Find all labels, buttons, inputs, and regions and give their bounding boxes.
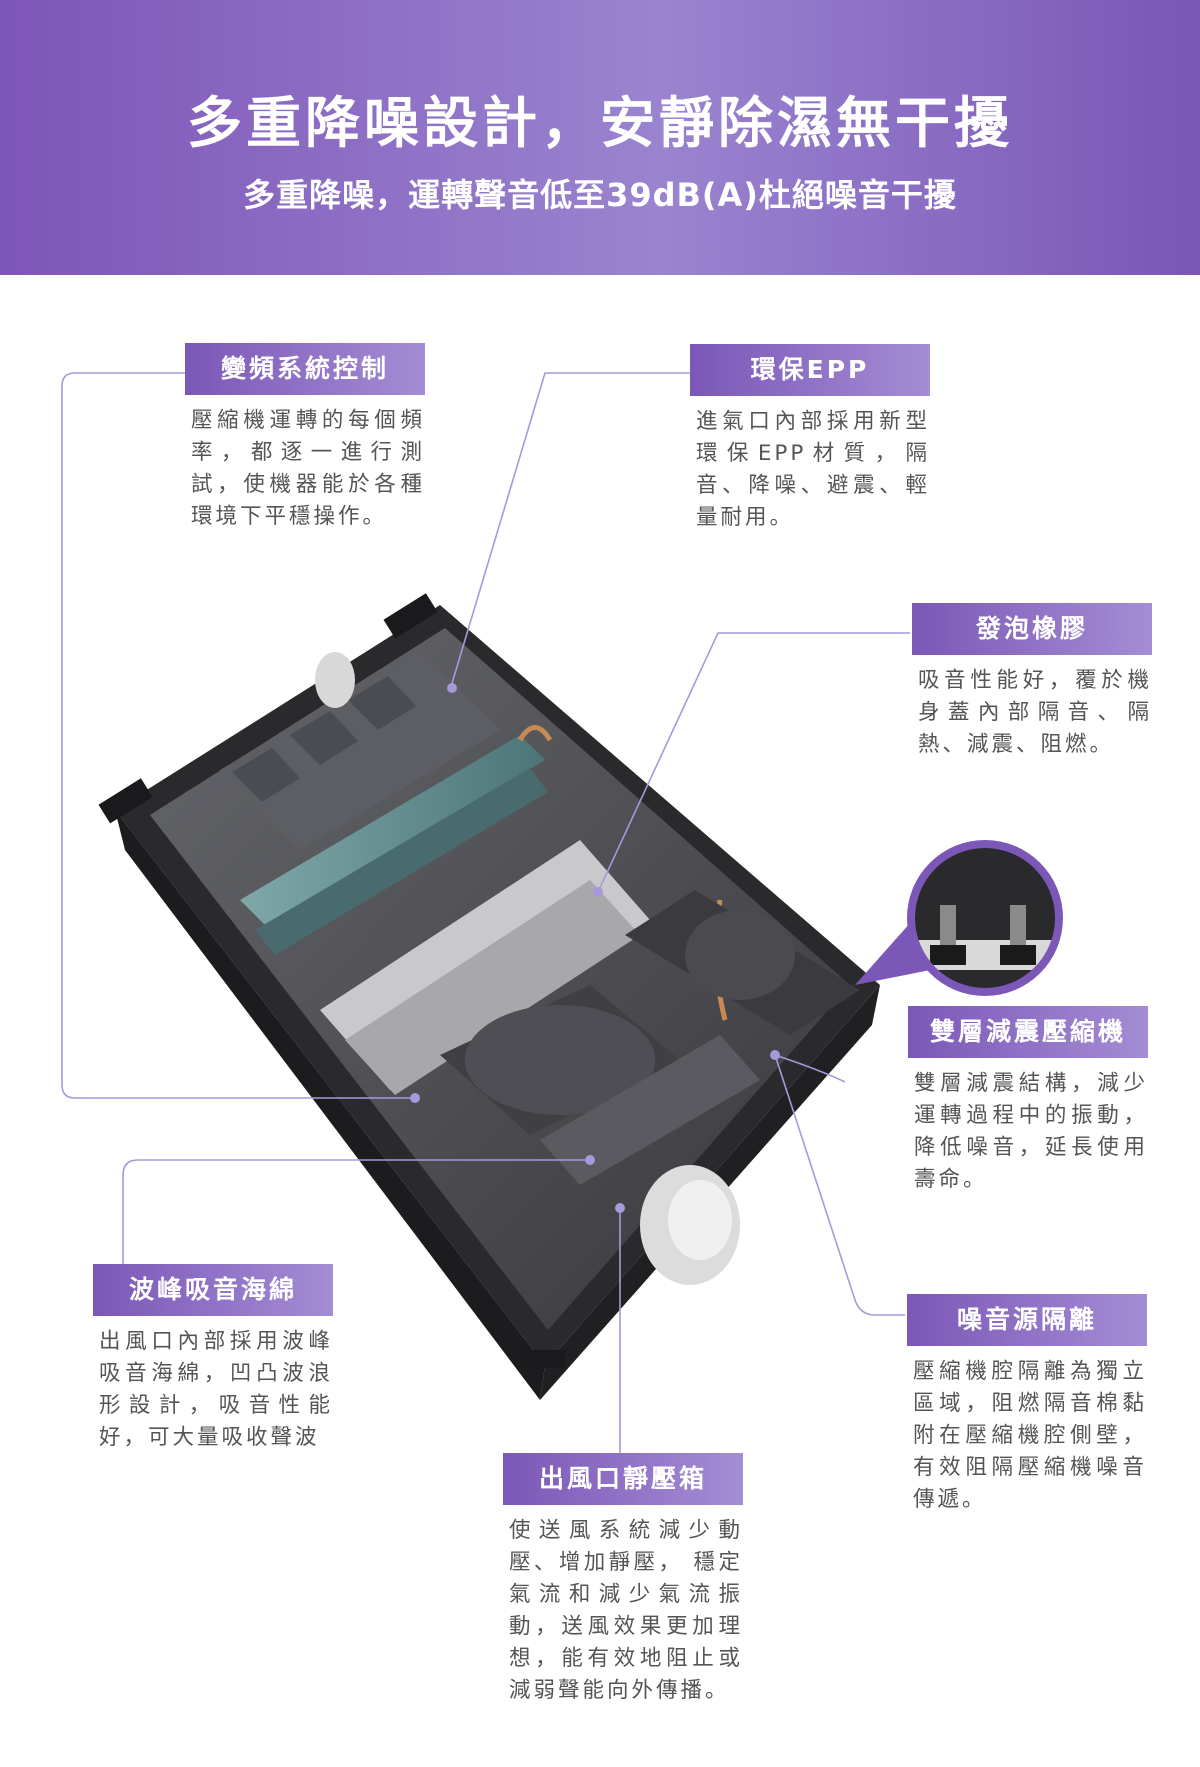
callout-title: 環保EPP — [690, 344, 930, 396]
callout-sponge: 波峰吸音海綿 出風口內部採用波峰吸音海綿，凹凸波浪形設計，吸音性能好，可大量吸收… — [93, 1264, 333, 1454]
hero-banner: 多重降噪設計，安靜除濕無干擾 多重降噪，運轉聲音低至39dB(A)杜絕噪音干擾 — [0, 0, 1200, 275]
callout-text: 進氣口內部採用新型環保EPP材質，隔音、降噪、避震、輕量耐用。 — [696, 409, 930, 530]
callout-epp: 環保EPP 進氣口內部採用新型環保EPP材質，隔音、降噪、避震、輕量耐用。 — [690, 344, 930, 534]
callout-outlet-plenum: 出風口靜壓箱 使送風系統減少動壓、增加靜壓， 穩定氣流和減少氣流振動，送風效果更… — [503, 1453, 743, 1707]
callout-title: 出風口靜壓箱 — [503, 1453, 743, 1505]
callout-text: 出風口內部採用波峰吸音海綿，凹凸波浪形設計，吸音性能好，可大量吸收聲波 — [99, 1329, 333, 1450]
callout-text: 雙層減震結構，減少運轉過程中的振動，降低噪音，延長使用壽命。 — [914, 1071, 1148, 1192]
callout-compressor: 雙層減震壓縮機 雙層減震結構，減少運轉過程中的振動，降低噪音，延長使用壽命。 — [908, 1006, 1148, 1196]
callout-title: 噪音源隔離 — [907, 1294, 1147, 1346]
callout-title: 發泡橡膠 — [912, 603, 1152, 655]
callout-text: 使送風系統減少動壓、增加靜壓， 穩定氣流和減少氣流振動，送風效果更加理想，能有效… — [509, 1518, 743, 1703]
callout-text: 吸音性能好，覆於機身蓋內部隔音、隔熱、減震、阻燃。 — [918, 668, 1152, 757]
callout-text: 壓縮機腔隔離為獨立區域，阻燃隔音棉黏附在壓縮機腔側壁，有效阻隔壓縮機噪音傳遞。 — [913, 1359, 1147, 1512]
page-title: 多重降噪設計，安靜除濕無干擾 — [186, 91, 1013, 155]
page-subtitle: 多重降噪，運轉聲音低至39dB(A)杜絕噪音干擾 — [243, 176, 957, 214]
callout-inverter-control: 變頻系統控制 壓縮機運轉的每個頻率，都逐一進行測試，使機器能於各種環境下平穩操作… — [185, 343, 425, 533]
callout-title: 波峰吸音海綿 — [93, 1264, 333, 1316]
callout-noise-isolation: 噪音源隔離 壓縮機腔隔離為獨立區域，阻燃隔音棉黏附在壓縮機腔側壁，有效阻隔壓縮機… — [907, 1294, 1147, 1516]
callout-foam-rubber: 發泡橡膠 吸音性能好，覆於機身蓋內部隔音、隔熱、減震、阻燃。 — [912, 603, 1152, 761]
callout-text: 壓縮機運轉的每個頻率，都逐一進行測試，使機器能於各種環境下平穩操作。 — [191, 408, 425, 529]
callout-title: 變頻系統控制 — [185, 343, 425, 395]
callout-title: 雙層減震壓縮機 — [908, 1006, 1148, 1058]
